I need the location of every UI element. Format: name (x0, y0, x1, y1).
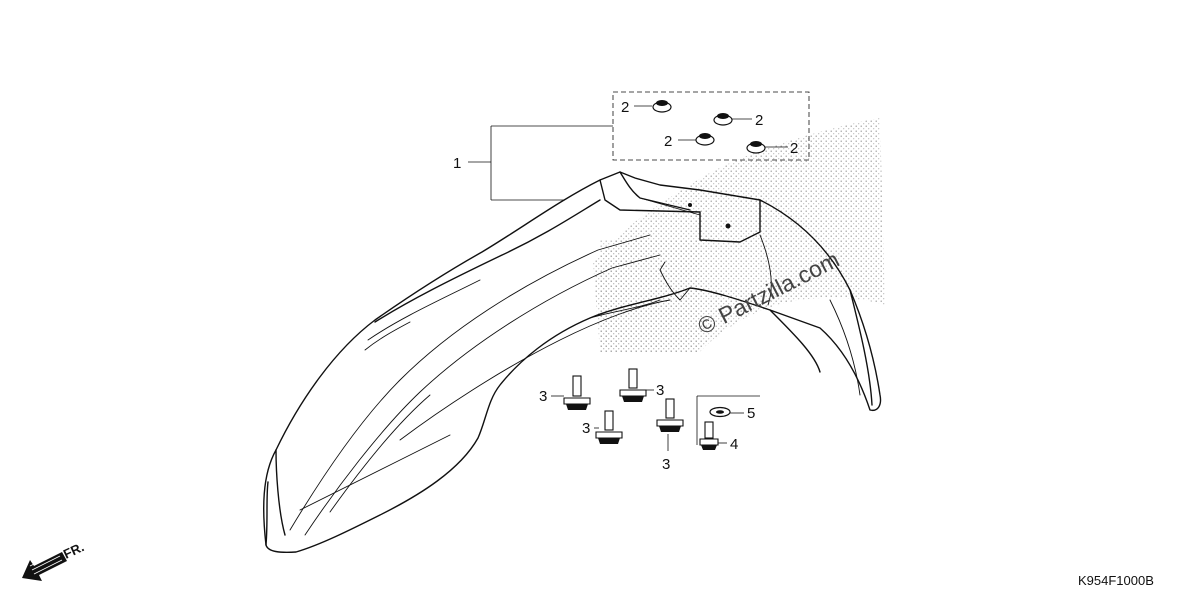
bolt-d (656, 398, 684, 432)
small-bolt-washer (696, 395, 760, 450)
callout-2a: 2 (621, 99, 629, 116)
bolt-c (595, 410, 623, 444)
bolt-parts (551, 368, 684, 451)
grommet-d (746, 141, 766, 154)
callout-5: 5 (747, 405, 755, 422)
direction-label: FR. (61, 539, 86, 561)
callout-2c: 2 (664, 133, 672, 150)
grommet-b (713, 113, 733, 126)
grommet-c (695, 133, 715, 146)
front-fender (263, 171, 882, 554)
grommet-a (652, 100, 672, 113)
bolt-b (619, 368, 647, 402)
callout-3a: 3 (539, 388, 547, 405)
drawing-code: K954F1000B (1078, 573, 1154, 588)
bolt-a (563, 375, 591, 410)
kit-bracket (468, 91, 810, 201)
callout-3b: 3 (656, 382, 664, 399)
grommet-parts (634, 100, 788, 154)
callout-3c: 3 (582, 420, 590, 437)
callout-2d: 2 (790, 140, 798, 157)
callout-4: 4 (730, 436, 738, 453)
callout-3d: 3 (662, 456, 670, 473)
callout-1: 1 (453, 155, 461, 172)
callout-2b: 2 (755, 112, 763, 129)
watermark-stipple (593, 118, 885, 352)
direction-arrow: FR. (22, 539, 86, 581)
small-bolt (699, 421, 719, 450)
washer (709, 406, 731, 418)
